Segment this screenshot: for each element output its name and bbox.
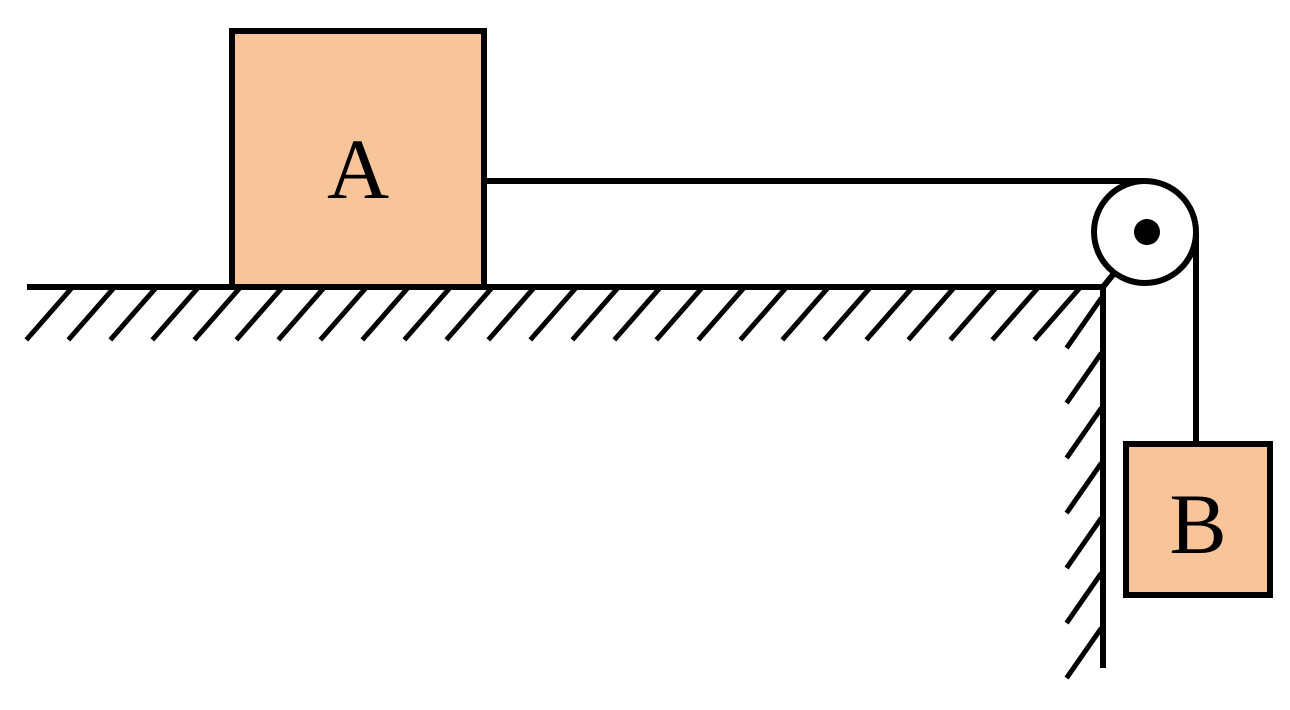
hatch-mark [1064,351,1104,405]
hatch-mark [780,286,830,342]
block-b-body [1123,441,1273,598]
hatch-mark [234,286,284,342]
hatch-mark [108,286,158,342]
hatch-mark [1064,516,1104,570]
hatch-mark [948,286,998,342]
hatch-mark [1064,571,1104,625]
hatch-mark [990,286,1040,342]
hatch-mark [276,286,326,342]
hatch-mark [696,286,746,342]
block-a: A [229,28,487,290]
hatch-mark [1064,406,1104,460]
block-b: B [1123,441,1273,598]
hatch-mark [318,286,368,342]
hatch-mark [150,286,200,342]
block-a-body [229,28,487,290]
hatch-mark [1064,461,1104,515]
wall-hatching [1064,296,1104,680]
hatch-mark [864,286,914,342]
pulley-axle [1134,219,1160,245]
hatch-mark [822,286,872,342]
hatch-mark [486,286,536,342]
hatch-mark [738,286,788,342]
block-b-label: B [1169,476,1226,572]
hatch-mark [444,286,494,342]
hatch-mark [66,286,116,342]
hatch-mark [654,286,704,342]
hatch-mark [906,286,956,342]
hatch-mark [1032,286,1082,342]
hatch-mark [1064,626,1104,680]
block-a-label: A [327,121,389,217]
hatch-mark [1064,296,1104,350]
table-hatching [24,286,1082,342]
hatch-mark [24,286,74,342]
hatch-mark [612,286,662,342]
hatch-mark [402,286,452,342]
hatch-mark [570,286,620,342]
wall [1064,287,1106,680]
hatch-mark [192,286,242,342]
hatch-mark [360,286,410,342]
hatch-mark [528,286,578,342]
table-surface [24,284,1103,342]
